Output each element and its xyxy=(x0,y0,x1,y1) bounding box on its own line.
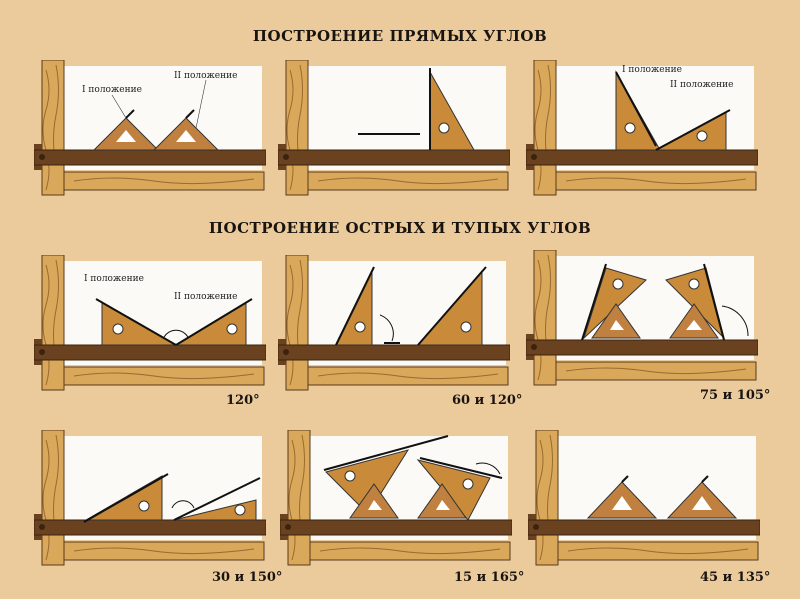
title-right-angles: ПОСТРОЕНИЕ ПРЯМЫХ УГЛОВ xyxy=(252,27,548,45)
caption-30-150: 30 и 150° xyxy=(212,570,283,585)
label-position-2: II положение xyxy=(174,71,237,81)
label-position-2: II положение xyxy=(174,292,237,302)
panel-right-angle-1: I положение II положение xyxy=(33,59,267,198)
panel-right-angle-2 xyxy=(277,59,511,198)
label-position-1: I положение xyxy=(82,85,142,95)
panel-45-135 xyxy=(527,429,761,568)
panel-120: I положение II положение xyxy=(33,254,267,393)
caption-75-105: 75 и 105° xyxy=(700,388,771,403)
label-position-1: I положение xyxy=(622,65,682,75)
panel-75-105 xyxy=(525,249,759,388)
panel-15-165 xyxy=(279,429,513,568)
caption-15-165: 15 и 165° xyxy=(454,570,525,585)
panel-60-120 xyxy=(277,254,511,393)
caption-60-120: 60 и 120° xyxy=(452,393,523,408)
label-position-2: II положение xyxy=(670,80,733,90)
title-acute-obtuse-angles: ПОСТРОЕНИЕ ОСТРЫХ И ТУПЫХ УГЛОВ xyxy=(208,219,592,237)
caption-120: 120° xyxy=(226,393,260,408)
label-position-1: I положение xyxy=(84,274,144,284)
caption-45-135: 45 и 135° xyxy=(700,570,771,585)
panel-30-150 xyxy=(33,429,267,568)
panel-right-angle-3: I положение II положение xyxy=(525,59,759,198)
